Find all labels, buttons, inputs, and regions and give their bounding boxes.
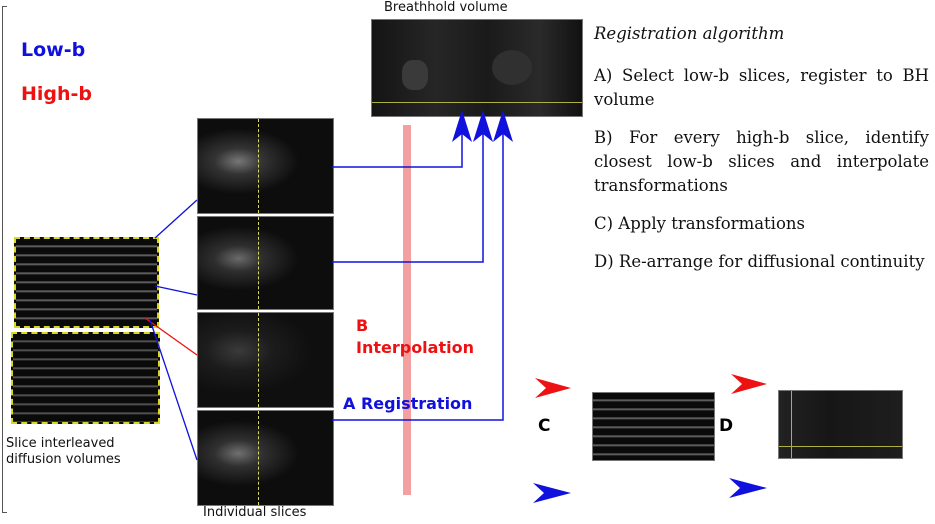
interleaved-volume-2: [11, 332, 160, 424]
left-bracket: [2, 6, 7, 513]
slice-4-low-b: [197, 410, 334, 506]
volumes-caption-line2: diffusion volumes: [6, 452, 121, 467]
interpolation-bar: [403, 125, 411, 495]
slice-1-low-b: [197, 118, 334, 214]
interleaved-volume-1: [14, 237, 159, 328]
result-d-image: [778, 390, 903, 459]
algorithm-panel: Registration algorithm A) Select low-b s…: [594, 22, 929, 288]
label-registration: A Registration: [343, 394, 473, 413]
slice-3-high-b: [197, 312, 334, 408]
breathhold-caption: Breathhold volume: [384, 0, 508, 15]
label-c: C: [538, 416, 551, 436]
label-b-letter: B: [356, 316, 369, 335]
slice-2-low-b: [197, 216, 334, 310]
result-c-image: [592, 392, 715, 461]
step-d: D) Re-arrange for diffusional continuity: [594, 252, 925, 271]
label-d: D: [719, 416, 734, 436]
algorithm-title: Registration algorithm: [594, 24, 785, 43]
slices-caption: Individual slices: [203, 505, 307, 520]
breathhold-volume-image: [371, 19, 583, 117]
step-a: A) Select low-b slices, register to BH v…: [594, 66, 929, 109]
volumes-caption-line1: Slice interleaved: [6, 436, 115, 451]
legend-high-b: High-b: [21, 83, 93, 105]
step-b: B) For every high-b slice, identify clos…: [594, 128, 929, 195]
label-interpolation: Interpolation: [356, 338, 474, 357]
legend-low-b: Low-b: [21, 39, 86, 61]
step-c: C) Apply transformations: [594, 214, 805, 233]
